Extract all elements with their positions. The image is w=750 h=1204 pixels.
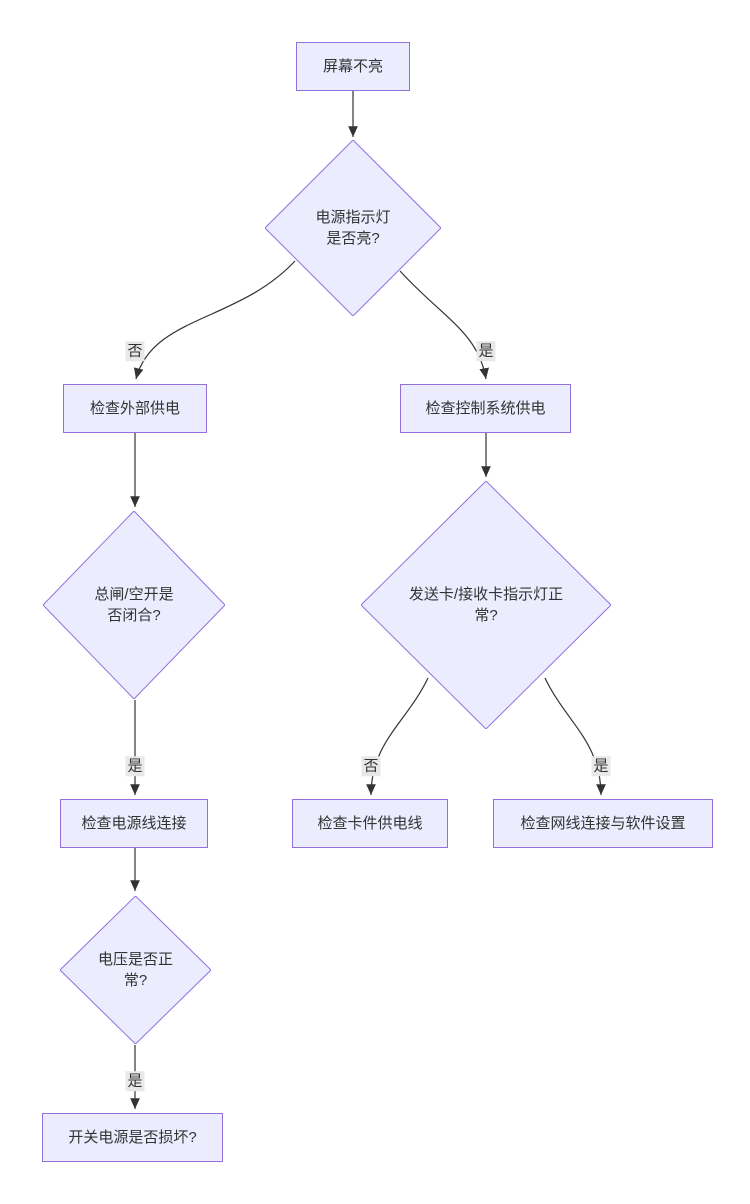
diamond-shape-icon (265, 140, 441, 316)
edge-label-yes-2: 是 (125, 756, 145, 776)
edge-power-indicator-no-to-external (133, 260, 296, 380)
node-label-card-leds-normal: 发送卡/接收卡指示灯正常? (408, 586, 564, 624)
node-check-network: 检查网线连接与软件设置 (493, 799, 713, 848)
node-label-check-card-power: 检查卡件供电线 (317, 815, 423, 832)
node-label-check-power-cable: 检查电源线连接 (81, 815, 187, 832)
diamond-shape-icon (60, 896, 211, 1044)
node-screen-not-lit: 屏幕不亮 (296, 42, 410, 91)
decision-card-leds-normal: 发送卡/接收卡指示灯正常? (361, 481, 611, 729)
edge-label-no-1: 否 (125, 341, 145, 361)
node-label-voltage-normal: 电压是否正常? (97, 951, 173, 989)
node-label-psu-damaged: 开关电源是否损坏? (68, 1129, 197, 1146)
edge-label-yes-4: 是 (125, 1071, 145, 1091)
node-check-power-cable: 检查电源线连接 (60, 799, 208, 848)
edge-power-indicator-yes-to-control (399, 270, 489, 380)
node-label-check-external-power: 检查外部供电 (89, 400, 180, 417)
node-psu-damaged: 开关电源是否损坏? (42, 1113, 223, 1162)
decision-power-indicator-lit: 电源指示灯是否亮? (265, 140, 441, 316)
edge-label-yes-3: 是 (591, 756, 611, 776)
node-check-card-power: 检查卡件供电线 (292, 799, 448, 848)
diamond-shape-icon (361, 481, 611, 729)
decision-voltage-normal: 电压是否正常? (60, 896, 211, 1044)
node-label-screen-not-lit: 屏幕不亮 (322, 58, 383, 75)
decision-main-switch-closed: 总闸/空开是否闭合? (43, 511, 225, 699)
node-label-main-switch-closed: 总闸/空开是否闭合? (94, 586, 174, 624)
diamond-shape-icon (43, 511, 225, 699)
node-check-control-power: 检查控制系统供电 (400, 384, 571, 433)
node-label-power-indicator-lit: 电源指示灯是否亮? (315, 209, 391, 247)
node-label-check-control-power: 检查控制系统供电 (425, 400, 546, 417)
edge-card-leds-yes-to-network (544, 677, 606, 796)
node-check-external-power: 检查外部供电 (63, 384, 207, 433)
node-label-check-network: 检查网线连接与软件设置 (520, 815, 686, 832)
edge-card-leds-no-to-card-power (366, 677, 429, 796)
edge-label-yes-1: 是 (476, 341, 496, 361)
edge-label-no-2: 否 (361, 756, 381, 776)
